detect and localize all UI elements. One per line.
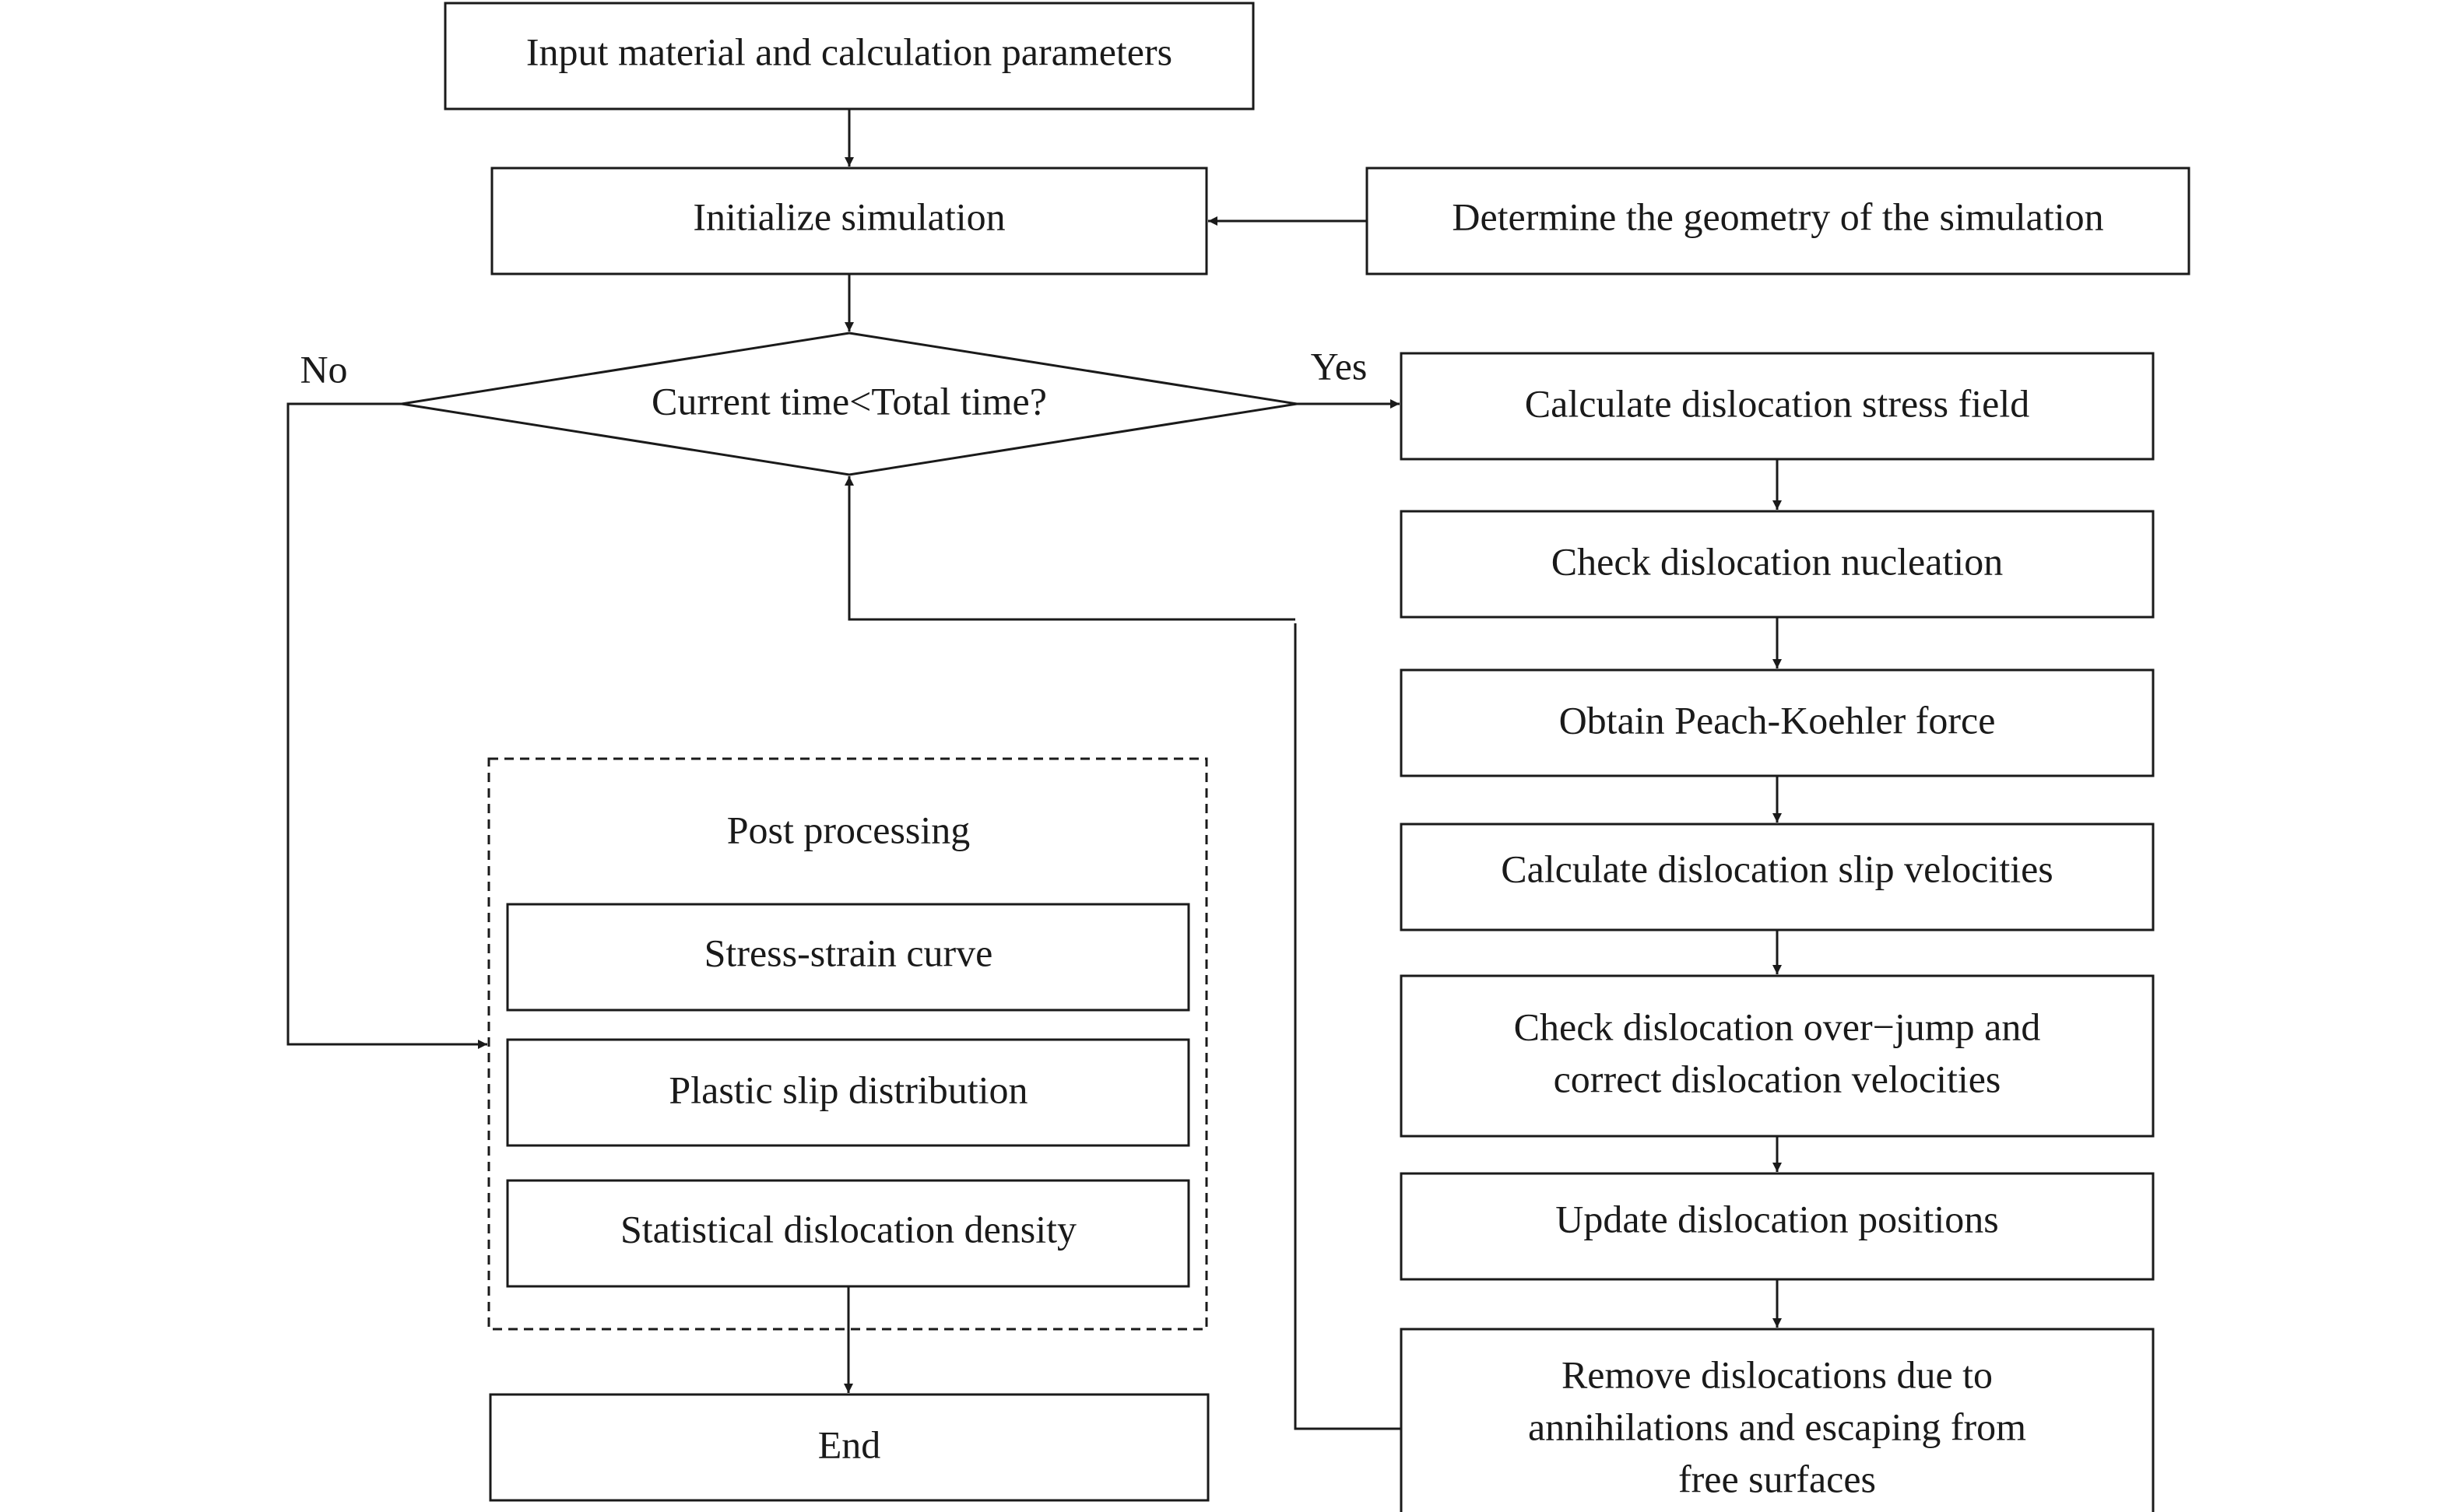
- arrow-loop-to-decision: [845, 476, 1295, 621]
- node-remove-line1: Remove dislocations due to: [1561, 1352, 1993, 1396]
- node-remove: Remove dislocations due to annihilations…: [1400, 1328, 2155, 1512]
- node-velocities: Calculate dislocation slip velocities: [1400, 823, 2155, 931]
- node-density-label: Statistical dislocation density: [620, 1207, 1077, 1251]
- loop-remove-to-decision: [1294, 623, 1401, 1430]
- node-geometry-label: Determine the geometry of the simulation: [1452, 195, 2103, 238]
- node-update: Update dislocation positions: [1400, 1172, 2155, 1281]
- node-init-label: Initialize simulation: [693, 195, 1005, 238]
- node-stress: Calculate dislocation stress field: [1400, 352, 2155, 461]
- node-velocities-label: Calculate dislocation slip velocities: [1501, 847, 2053, 890]
- node-stress-strain-label: Stress-strain curve: [704, 931, 993, 974]
- node-decision-label: Current time<Total time?: [652, 379, 1047, 423]
- node-remove-line2: annihilations and escaping from: [1528, 1405, 2026, 1448]
- node-stress-strain: Stress-strain curve: [506, 903, 1190, 1012]
- node-remove-line3: free surfaces: [1678, 1457, 1876, 1500]
- node-update-label: Update dislocation positions: [1555, 1197, 1998, 1240]
- post-processing-title: Post processing: [727, 808, 971, 851]
- node-input-label: Input material and calculation parameter…: [526, 30, 1172, 73]
- node-plastic-slip-label: Plastic slip distribution: [669, 1068, 1028, 1111]
- node-overjump-line1: Check dislocation over−jump and: [1514, 1005, 2041, 1048]
- node-input: Input material and calculation parameter…: [444, 2, 1255, 111]
- node-overjump: Check dislocation over−jump and correct …: [1400, 974, 2155, 1138]
- node-decision: Current time<Total time?: [401, 332, 1298, 476]
- node-nucleation: Check dislocation nucleation: [1400, 510, 2155, 619]
- node-peach-label: Obtain Peach-Koehler force: [1559, 698, 1996, 742]
- node-density: Statistical dislocation density: [506, 1179, 1190, 1288]
- connectors: [286, 109, 1782, 1430]
- node-geometry: Determine the geometry of the simulation: [1365, 167, 2190, 275]
- label-yes: Yes: [1311, 344, 1368, 388]
- post-processing-group: Post processing Stress-strain curve Plas…: [487, 757, 1208, 1331]
- node-overjump-line2: correct dislocation velocities: [1554, 1057, 2001, 1100]
- node-plastic-slip: Plastic slip distribution: [506, 1038, 1190, 1147]
- node-init: Initialize simulation: [490, 167, 1208, 275]
- node-end-label: End: [818, 1423, 881, 1466]
- label-no: No: [300, 347, 347, 391]
- node-peach: Obtain Peach-Koehler force: [1400, 668, 2155, 777]
- node-nucleation-label: Check dislocation nucleation: [1551, 539, 2003, 583]
- node-stress-label: Calculate dislocation stress field: [1525, 381, 2029, 425]
- arrow-no-to-post: [286, 402, 487, 1049]
- node-end: End: [489, 1393, 1210, 1502]
